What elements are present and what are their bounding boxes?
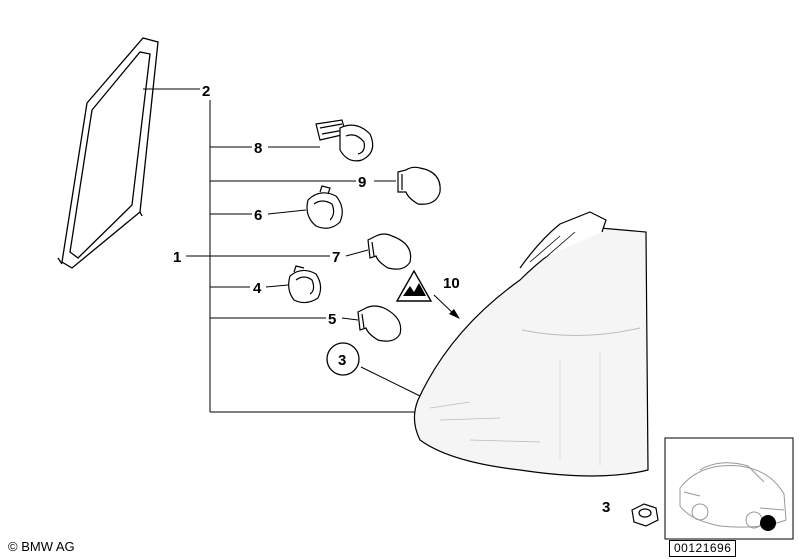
bulb-socket-8[interactable] (315, 119, 374, 162)
bulb-socket-4[interactable] (288, 265, 322, 304)
warning-label-icon[interactable] (395, 269, 433, 302)
callout-2: 2 (202, 83, 210, 100)
bulb-7[interactable] (367, 233, 412, 270)
bulb-5[interactable] (357, 305, 402, 342)
leader-lines (143, 88, 457, 413)
bulb-9[interactable] (397, 166, 441, 205)
callout-7: 7 (332, 249, 340, 266)
copyright-text: © BMW AG (8, 539, 75, 554)
hex-nut-part[interactable] (631, 503, 659, 527)
callout-5: 5 (328, 311, 336, 328)
tail-lamp-housing[interactable] (413, 211, 649, 477)
arrow-icon (449, 309, 460, 319)
diagram-id: 00121696 (669, 540, 737, 557)
location-marker (760, 515, 776, 531)
car-location-inset (664, 437, 794, 540)
callout-3: 3 (338, 352, 346, 369)
callout-3-circle (326, 342, 360, 376)
callout-3-nut: 3 (602, 499, 610, 516)
callout-1: 1 (173, 249, 181, 266)
callout-6: 6 (254, 207, 262, 224)
callout-9: 9 (358, 174, 366, 191)
callout-8: 8 (254, 140, 262, 157)
callout-4: 4 (253, 280, 262, 297)
callout-labels: 2 8 9 6 1 7 10 4 5 3 3 (173, 83, 610, 516)
gasket-part[interactable] (57, 37, 159, 269)
bulb-socket-6[interactable] (306, 185, 343, 229)
callout-10: 10 (443, 275, 460, 292)
